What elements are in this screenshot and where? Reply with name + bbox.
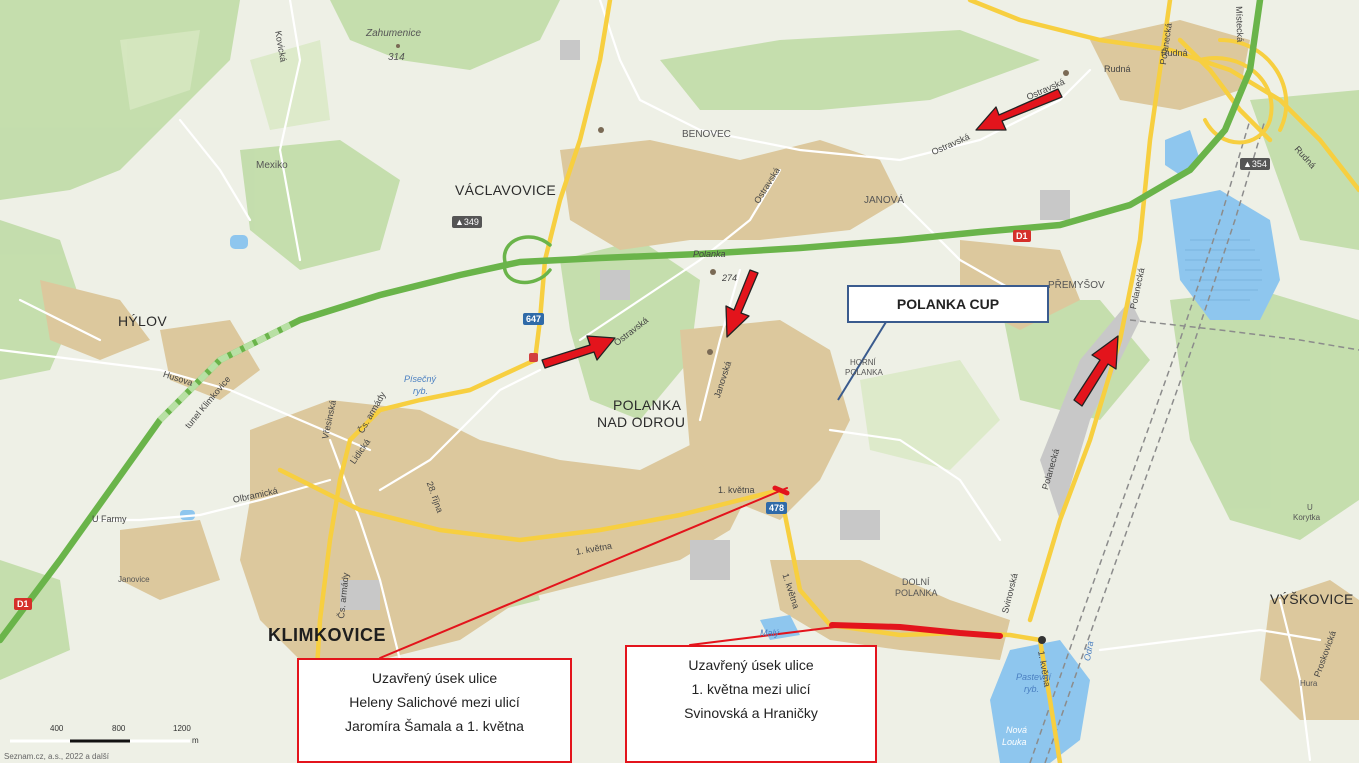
water-pisecny-1: Písečný <box>404 374 437 384</box>
callout-closure-right: Uzavřený úsek ulice 1. května mezi ulicí… <box>625 645 877 763</box>
station-icon <box>1038 636 1046 644</box>
detour-arrows <box>541 88 1119 407</box>
place-polanka-village: Polanka <box>693 249 726 259</box>
built-up-areas <box>40 20 1359 720</box>
place-polanka-nad-odrou-1: POLANKA <box>613 397 682 413</box>
callout-closure-right-line-3: Svinovská a Hraničky <box>684 705 818 721</box>
callout-closure-right-line-2: 1. května mezi ulicí <box>691 681 811 697</box>
street-mistecka: Místecká <box>1234 6 1246 43</box>
scale-unit: m <box>192 736 199 745</box>
water-pastevni-1: Pastevní <box>1016 672 1052 682</box>
place-vyskovice: VÝŠKOVICE <box>1270 591 1354 607</box>
forest-areas <box>0 0 1359 680</box>
callout-closure-left: Uzavřený úsek ulice Heleny Salichové mez… <box>297 658 572 763</box>
place-janovice: Janovice <box>118 575 150 584</box>
scale-label-800: 800 <box>112 724 126 733</box>
shield-d1-west: D1 <box>14 598 32 610</box>
water-maly: Malý <box>760 628 780 638</box>
shield-647: 647 <box>523 313 545 325</box>
detour-arrow-ostravska-west <box>541 335 616 369</box>
closure-segments <box>379 485 1003 659</box>
place-horni-polanka-2: POLANKA <box>845 368 883 377</box>
detour-arrow-ostravska-east <box>975 88 1063 131</box>
fuel-station-icon <box>529 353 538 362</box>
callout-leader-cup <box>837 321 887 401</box>
place-korytka-prefix: U <box>1307 503 1313 512</box>
place-horni-polanka-1: HORNÍ <box>850 358 876 367</box>
water-nova-2: Louka <box>1002 737 1027 747</box>
d1-ramps <box>502 235 552 285</box>
place-polanka-nad-odrou-2: NAD ODROU <box>597 414 686 430</box>
scale-label-400: 400 <box>50 724 64 733</box>
place-janova: JANOVÁ <box>864 195 905 206</box>
railways <box>1029 119 1359 763</box>
water-pisecny-2: ryb. <box>413 386 429 396</box>
place-hura: Hura <box>1300 679 1318 688</box>
map-copyright[interactable]: Seznam.cz, a.s., 2022 a další <box>4 752 109 761</box>
place-klimkovice: KLIMKOVICE <box>268 625 387 645</box>
shield-478: 478 <box>766 502 788 514</box>
place-polanka-elevation: 274 <box>722 273 738 283</box>
place-zahumenice: Zahumenice <box>366 28 422 39</box>
detour-arrow-janovska <box>725 269 759 338</box>
street-u-farmy: U Farmy <box>92 514 127 524</box>
closure-segment-right <box>829 622 1003 639</box>
callout-closure-left-line-1: Uzavřený úsek ulice <box>371 670 498 686</box>
detour-arrow-polanecka <box>1073 335 1119 407</box>
callout-closure-left-line-2: Heleny Salichové mezi ulicí <box>349 694 520 710</box>
place-mexiko: Mexiko <box>256 160 288 171</box>
place-dolni-polanka-2: POLANKA <box>895 588 938 598</box>
street-1-kvetna-2: 1. května <box>718 485 755 495</box>
place-zahumenice-elevation: 314 <box>388 52 405 63</box>
place-dolni-polanka-1: DOLNÍ <box>902 577 930 587</box>
callout-polanka-cup-text: POLANKA CUP <box>896 296 1000 312</box>
callout-polanka-cup: POLANKA CUP <box>847 285 1049 323</box>
wetland <box>1185 239 1262 301</box>
callout-leader-right <box>689 626 836 646</box>
callout-closure-left-line-3: Jaromíra Šamala a 1. května <box>345 718 524 734</box>
water-nova-1: Nová <box>1006 725 1028 735</box>
place-vaclavovice: VÁCLAVOVICE <box>455 182 557 198</box>
place-premysov: PŘEMYŠOV <box>1048 280 1105 291</box>
poi-markers <box>396 44 1069 355</box>
interchange <box>1198 38 1289 145</box>
place-hylov: HÝLOV <box>118 313 167 329</box>
street-rudna-2: Rudná <box>1161 48 1188 58</box>
field-areas <box>120 30 1000 470</box>
scale-label-1200: 1200 <box>173 724 191 733</box>
place-korytka: Korytka <box>1293 513 1321 522</box>
shield-elevation-349: ▲349 <box>452 216 482 228</box>
street-rudna-1: Rudná <box>1104 64 1131 74</box>
callout-leader-left <box>379 487 788 659</box>
place-benovec: BENOVEC <box>682 129 731 140</box>
shield-elevation-354: ▲354 <box>1240 158 1270 170</box>
callout-closure-right-line-1: Uzavřený úsek ulice <box>688 657 814 673</box>
tunnel-section <box>157 322 292 423</box>
water-pastevni-2: ryb. <box>1024 684 1040 694</box>
shield-d1-east: D1 <box>1013 230 1031 242</box>
